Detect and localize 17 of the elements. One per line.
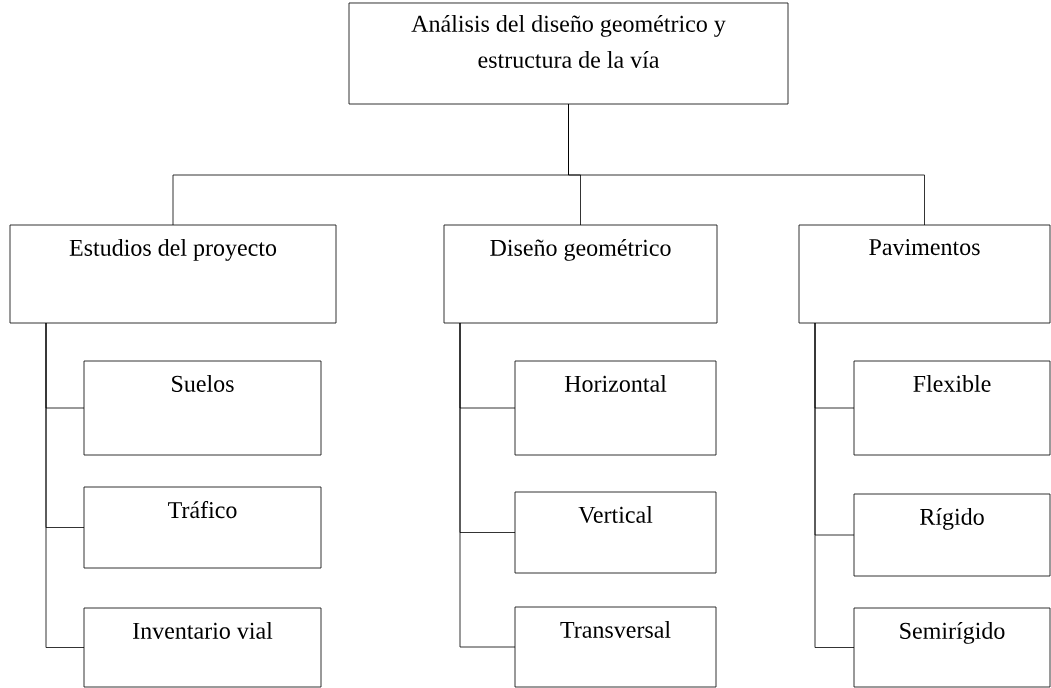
box: Análisis del diseño geométrico y estructura de la vía [348, 2, 789, 105]
box: Pavimentos [798, 224, 1051, 324]
connector-line [568, 103, 925, 226]
box: Tráfico [83, 486, 322, 569]
box: Inventario vial [83, 607, 322, 688]
connector-line [45, 322, 85, 648]
box: Transversal [514, 606, 717, 688]
box: Suelos [83, 360, 322, 456]
connector-line [814, 322, 855, 648]
box: Semirígido [853, 607, 1051, 688]
box: Rígido [853, 493, 1051, 577]
box: Vertical [514, 491, 717, 574]
box: Horizontal [514, 360, 717, 456]
box: Estudios del proyecto [9, 224, 337, 324]
box: Diseño geométrico [443, 224, 718, 324]
box: Flexible [853, 360, 1051, 456]
connector-line [459, 322, 516, 648]
